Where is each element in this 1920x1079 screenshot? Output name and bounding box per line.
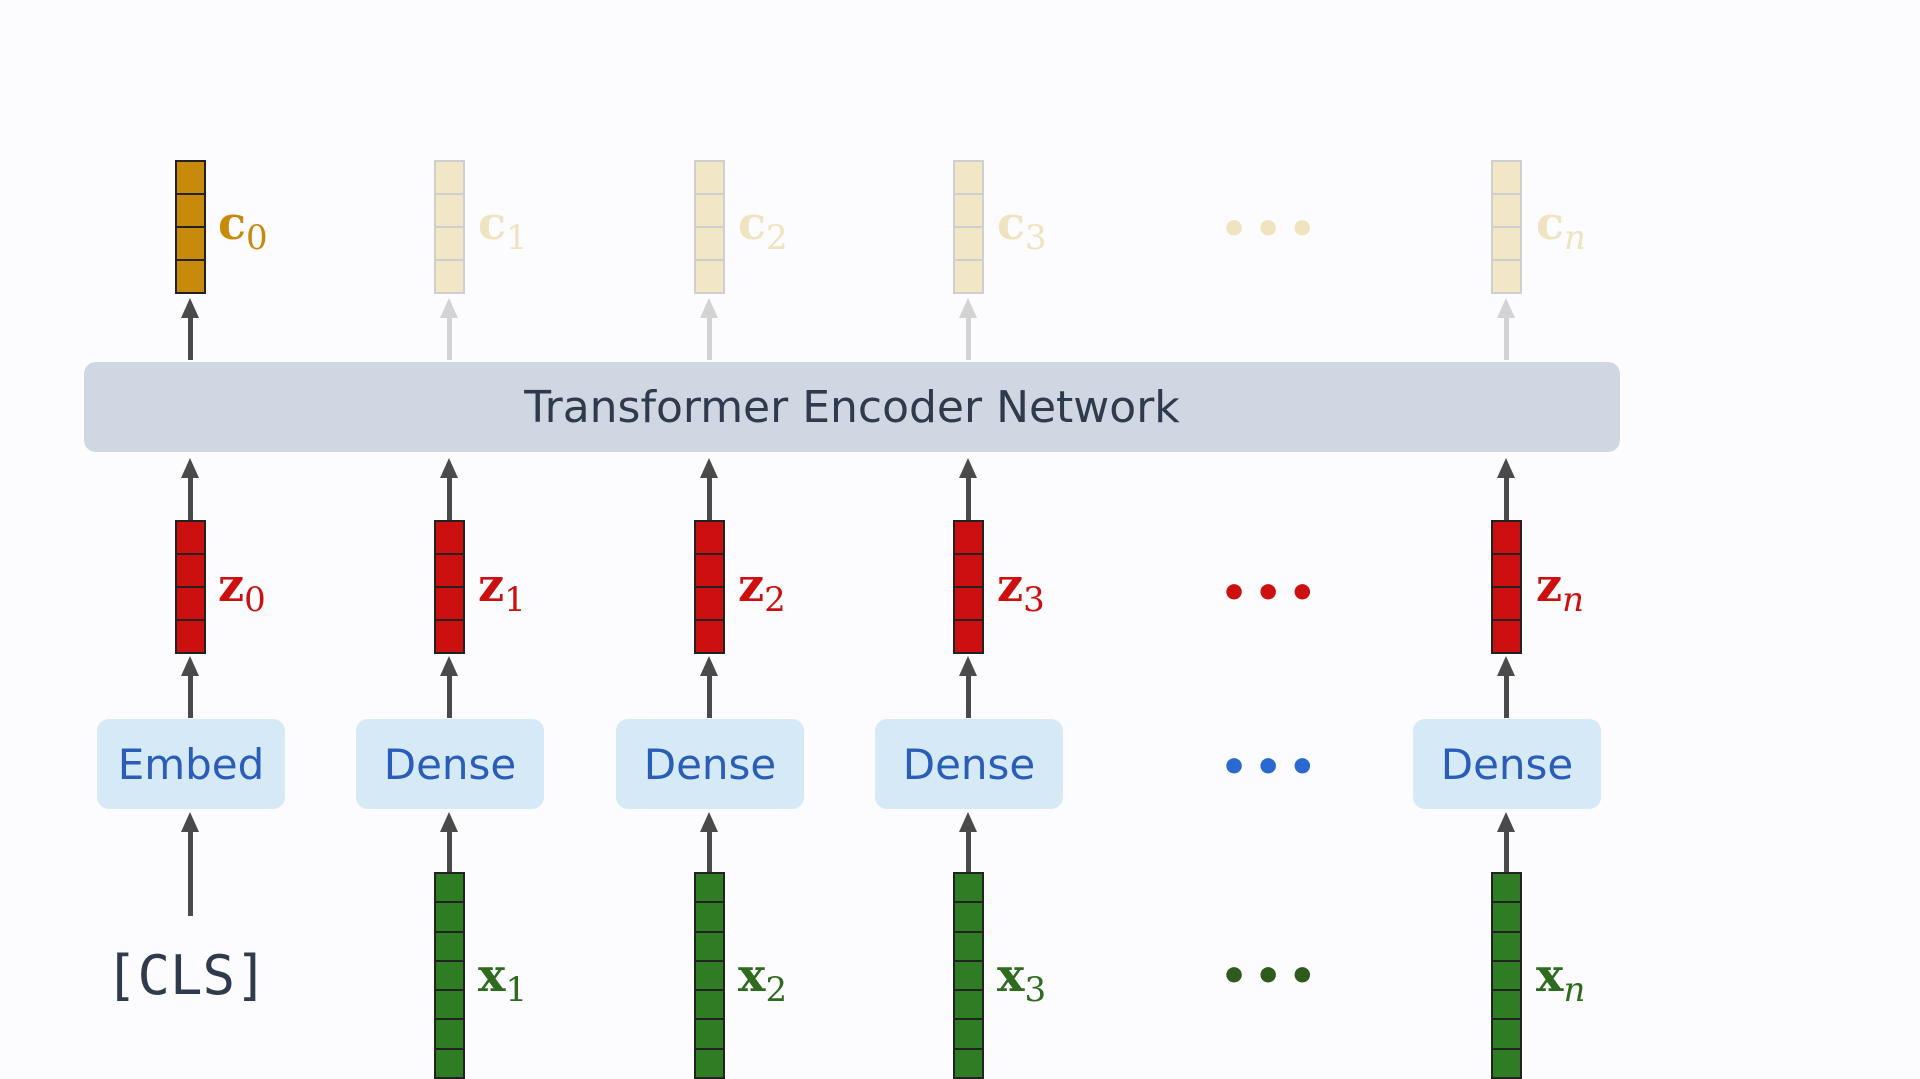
arrow-encoder-to-c1 [434,298,464,360]
layer-ellipsis: ••• [1220,742,1323,793]
arrow-encoder-to-c2 [694,298,724,360]
input-ellipsis: ••• [1220,951,1323,1002]
encoder-label: Transformer Encoder Network [524,381,1180,433]
embed-layer-label: Embed [117,739,265,789]
output-label-c1: c1 [478,196,528,258]
input-label-x2: x2 [738,948,788,1010]
arrow-zn-to-encoder [1491,458,1521,520]
embedding-vector-z2 [694,520,725,654]
input-label-x1: x1 [478,948,528,1010]
arrow-xn-to-dense [1491,812,1521,872]
embedding-label-z2: z2 [738,558,786,620]
arrow-encoder-to-cn [1491,298,1521,360]
output-ellipsis: ••• [1220,204,1323,255]
arrow-x1-to-dense [434,812,464,872]
input-label-x3: x3 [997,948,1047,1010]
dense-layer-label-1: Dense [383,739,517,789]
dense-layer-box-n: Dense [1413,719,1601,809]
input-vector-x1 [434,872,465,1079]
arrow-z1-to-encoder [434,458,464,520]
embed-layer-box: Embed [97,719,285,809]
arrow-z0-to-encoder [175,458,205,520]
embedding-vector-z1 [434,520,465,654]
cls-token: [CLS] [105,944,268,1007]
arrow-encoder-to-c3 [953,298,983,360]
arrow-z2-to-encoder [694,458,724,520]
arrow-dense1-to-z1 [434,656,464,718]
input-vector-x2 [694,872,725,1079]
arrow-densen-to-zn [1491,656,1521,718]
arrow-encoder-to-c0 [175,298,205,360]
output-label-c0: c0 [218,196,268,258]
embedding-label-z1: z1 [478,558,526,620]
output-label-c2: c2 [738,196,788,258]
embedding-label-z0: z0 [218,558,266,620]
transformer-encoder-block: Transformer Encoder Network [84,362,1620,452]
output-vector-c1 [434,160,465,294]
arrow-dense2-to-z2 [694,656,724,718]
embedding-vector-zn [1491,520,1522,654]
output-vector-c2 [694,160,725,294]
arrow-embed-to-z0 [175,656,205,718]
input-vector-xn [1491,872,1522,1079]
dense-layer-label-3: Dense [902,739,1036,789]
input-vector-x3 [953,872,984,1079]
arrow-dense3-to-z3 [953,656,983,718]
arrow-cls-to-embed [175,812,205,916]
output-vector-cn [1491,160,1522,294]
dense-layer-box-2: Dense [616,719,804,809]
embedding-label-zn: zn [1536,558,1585,620]
arrow-z3-to-encoder [953,458,983,520]
output-vector-c3 [953,160,984,294]
arrow-x3-to-dense [953,812,983,872]
embedding-label-z3: z3 [997,558,1045,620]
dense-layer-box-3: Dense [875,719,1063,809]
output-vector-c0 [175,160,206,294]
arrow-x2-to-dense [694,812,724,872]
dense-layer-box-1: Dense [356,719,544,809]
embedding-vector-z0 [175,520,206,654]
embedding-ellipsis: ••• [1220,568,1323,619]
input-label-xn: xn [1536,948,1586,1010]
dense-layer-label-n: Dense [1440,739,1574,789]
output-label-cn: cn [1536,196,1586,258]
dense-layer-label-2: Dense [643,739,777,789]
embedding-vector-z3 [953,520,984,654]
output-label-c3: c3 [997,196,1047,258]
